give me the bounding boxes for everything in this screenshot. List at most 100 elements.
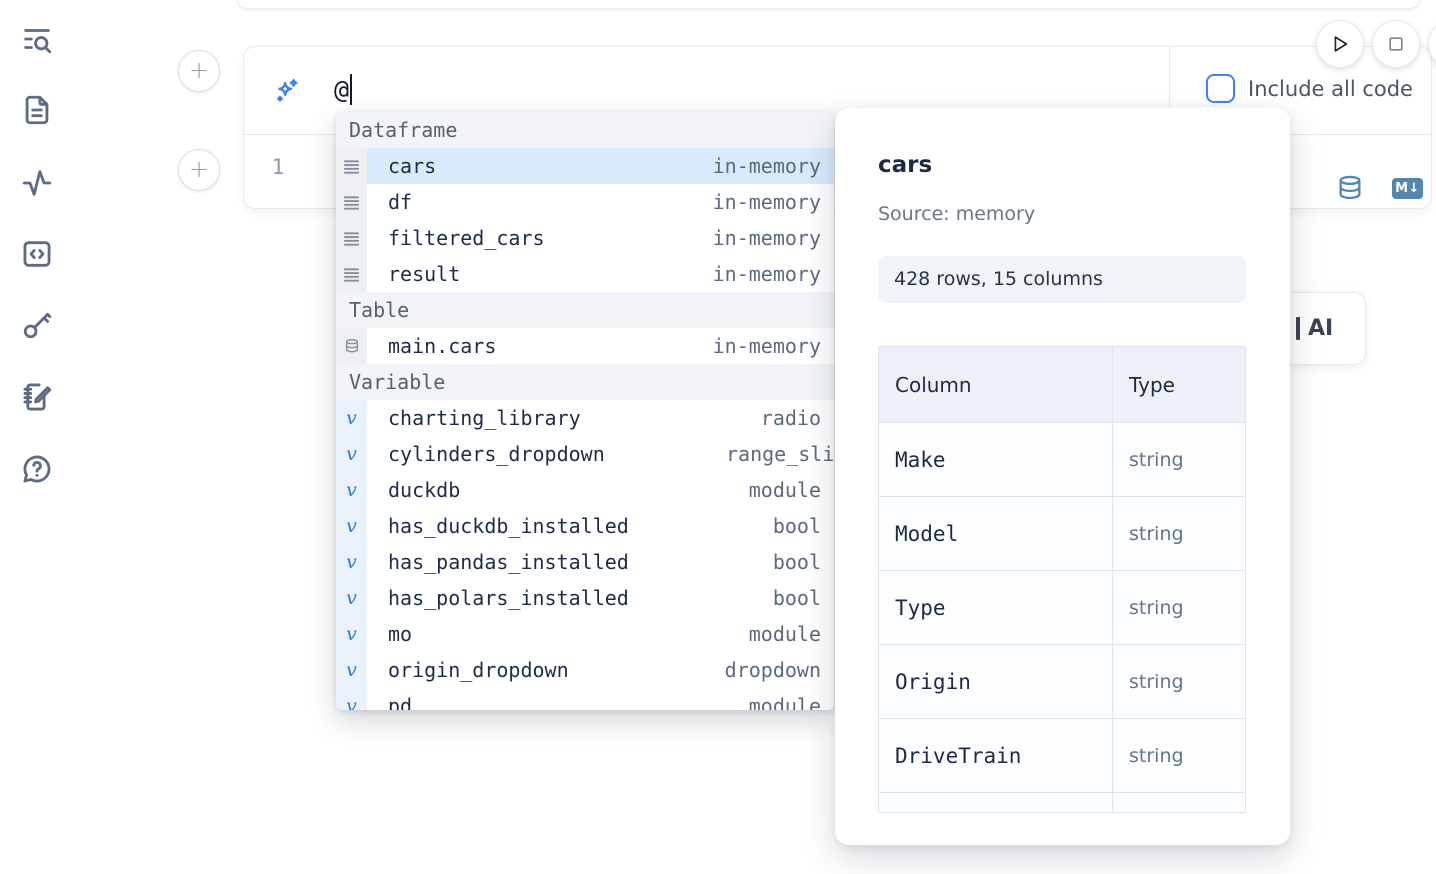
add-cell-below-button[interactable]: + xyxy=(178,149,220,191)
shape-badge: 428 rows, 15 columns xyxy=(878,256,1246,303)
item-type: in-memory xyxy=(712,262,821,286)
notebook-edit-icon[interactable] xyxy=(20,380,54,414)
item-name: filtered_cars xyxy=(388,226,545,250)
item-name: result xyxy=(388,262,461,286)
table-item-list: main.cars in-memory xyxy=(336,328,834,364)
file-document-icon[interactable] xyxy=(20,93,54,127)
completion-item-table[interactable]: main.cars in-memory xyxy=(336,328,834,364)
previous-cell-edge xyxy=(236,0,1421,9)
item-name: pd xyxy=(388,694,413,710)
stop-cell-button[interactable] xyxy=(1372,20,1420,68)
column-name: Origin xyxy=(895,669,971,694)
sidebar xyxy=(0,0,72,874)
item-type: in-memory xyxy=(712,190,821,214)
completion-item-variable[interactable]: v mo module xyxy=(336,616,834,652)
completion-item-variable[interactable]: v has_polars_installed bool xyxy=(336,580,834,616)
completion-item-variable[interactable]: v duckdb module xyxy=(336,472,834,508)
schema-row: Make string xyxy=(879,423,1245,497)
completion-dropdown: Dataframe cars in-memory df in-memory xyxy=(336,112,834,710)
column-type: string xyxy=(1129,522,1184,545)
schema-row: DriveTrain string xyxy=(879,719,1245,793)
variable-icon: v xyxy=(336,652,367,688)
text-caret xyxy=(350,74,353,105)
item-name: cars xyxy=(388,154,437,178)
schema-row: Origin string xyxy=(879,645,1245,719)
markdown-convert-icon[interactable]: M↓ xyxy=(1392,178,1423,199)
item-type: bool xyxy=(772,550,821,574)
include-all-code-checkbox[interactable] xyxy=(1206,74,1235,103)
item-type: in-memory xyxy=(712,334,821,358)
column-name: Type xyxy=(895,595,946,620)
include-all-code-control: Include all code xyxy=(1206,74,1413,103)
completion-item-dataframe[interactable]: df in-memory xyxy=(336,184,834,220)
completion-item-variable[interactable]: v origin_dropdown dropdown xyxy=(336,652,834,688)
code-block-icon[interactable] xyxy=(20,237,54,271)
variable-icon: v xyxy=(336,436,367,472)
item-name: mo xyxy=(388,622,413,646)
variable-icon: v xyxy=(336,544,367,580)
item-type: module xyxy=(748,694,821,710)
column-header: Column xyxy=(895,372,972,397)
item-name: df xyxy=(388,190,413,214)
completion-section-header: Dataframe xyxy=(336,112,834,148)
key-icon[interactable] xyxy=(20,308,54,342)
item-name: cylinders_dropdown xyxy=(388,442,605,466)
column-type: string xyxy=(1129,670,1184,693)
item-type: bool xyxy=(772,586,821,610)
add-cell-above-button[interactable]: + xyxy=(178,50,220,92)
item-type: dropdown xyxy=(724,658,821,682)
dataframe-icon xyxy=(336,220,367,256)
column-type: string xyxy=(1129,448,1184,471)
completion-item-variable[interactable]: v charting_library radio xyxy=(336,400,834,436)
item-type: module xyxy=(748,622,821,646)
completion-item-dataframe[interactable]: result in-memory xyxy=(336,256,834,292)
item-name: has_pandas_installed xyxy=(388,550,629,574)
schema-row-list: Make string Model string Type string Ori… xyxy=(879,423,1245,793)
divider xyxy=(1169,47,1170,134)
item-type: radio xyxy=(760,406,821,430)
column-name: DriveTrain xyxy=(895,743,1022,768)
completion-item-variable[interactable]: v cylinders_dropdown range_slider xyxy=(336,436,834,472)
line-number: 1 xyxy=(271,155,285,179)
variable-icon: v xyxy=(336,508,367,544)
schema-table: Column Type Make string Model string Typ… xyxy=(878,346,1246,813)
completion-item-dataframe[interactable]: filtered_cars in-memory xyxy=(336,220,834,256)
variable-icon: v xyxy=(336,616,367,652)
item-name: has_duckdb_installed xyxy=(388,514,629,538)
completion-section-header: Variable xyxy=(336,364,834,400)
dataframe-preview-panel: cars Source: memory 428 rows, 15 columns… xyxy=(835,108,1290,845)
ai-prompt-input[interactable]: @ xyxy=(334,74,353,105)
item-name: origin_dropdown xyxy=(388,658,569,682)
completion-item-dataframe[interactable]: cars in-memory xyxy=(336,148,834,184)
schema-row: Model string xyxy=(879,497,1245,571)
sparkles-icon xyxy=(271,76,302,107)
item-type: range_slider xyxy=(726,442,834,466)
dataframe-icon xyxy=(336,256,367,292)
database-icon[interactable] xyxy=(1336,174,1364,202)
item-type: bool xyxy=(772,514,821,538)
column-type: string xyxy=(1129,744,1184,767)
activity-icon[interactable] xyxy=(20,166,54,200)
help-chat-icon[interactable] xyxy=(20,452,54,486)
list-search-icon[interactable] xyxy=(20,22,54,56)
column-name: Model xyxy=(895,521,959,546)
run-cell-button[interactable] xyxy=(1316,20,1364,68)
schema-row: Type string xyxy=(879,571,1245,645)
dataframe-icon xyxy=(336,148,367,184)
completion-item-variable[interactable]: v has_duckdb_installed bool xyxy=(336,508,834,544)
variable-item-list: v charting_library radio v cylinders_dro… xyxy=(336,400,834,710)
item-name: duckdb xyxy=(388,478,461,502)
panel-source: Source: memory xyxy=(878,203,1036,225)
variable-icon: v xyxy=(336,688,367,710)
column-type: string xyxy=(1129,596,1184,619)
item-name: charting_library xyxy=(388,406,581,430)
item-type: module xyxy=(748,478,821,502)
completion-item-variable[interactable]: v pd module xyxy=(336,688,834,710)
ai-prompt-value: @ xyxy=(334,75,350,104)
dataframe-icon xyxy=(336,184,367,220)
schema-row-clipped xyxy=(879,793,1245,812)
dataframe-item-list: cars in-memory df in-memory xyxy=(336,148,834,292)
completion-section-header: Table xyxy=(336,292,834,328)
clipped-glyph xyxy=(1296,317,1300,340)
completion-item-variable[interactable]: v has_pandas_installed bool xyxy=(336,544,834,580)
